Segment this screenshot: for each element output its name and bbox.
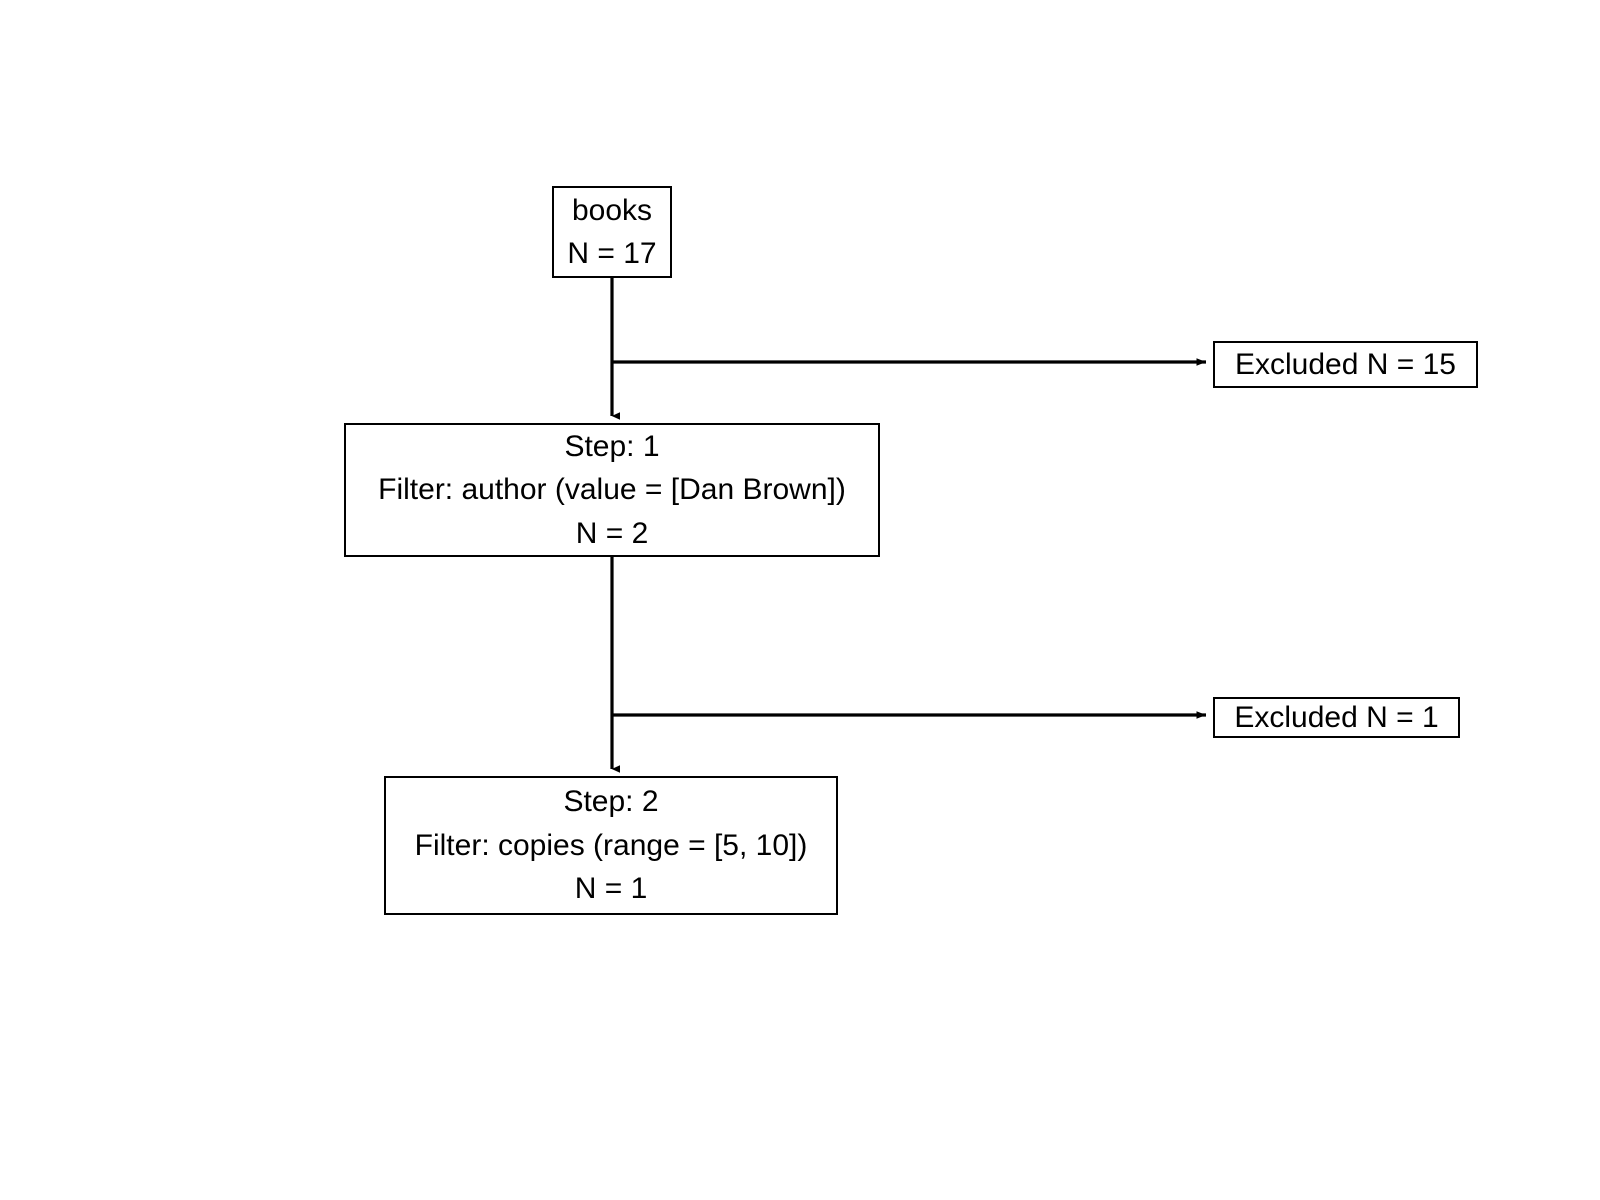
node-step-1-step-label: Step: 1	[564, 429, 660, 463]
node-step-1-filter-label: Filter: author (value = [Dan Brown])	[378, 473, 846, 507]
node-books-title: books	[571, 193, 653, 227]
excluded-label-2: Excluded N = 1	[1234, 700, 1439, 734]
node-step-2[interactable]: Step: 2 Filter: copies (range = [5, 10])…	[384, 776, 838, 915]
excluded-box-2[interactable]: Excluded N = 1	[1213, 697, 1460, 738]
excluded-box-1[interactable]: Excluded N = 15	[1213, 341, 1478, 388]
node-step-1[interactable]: Step: 1 Filter: author (value = [Dan Bro…	[344, 423, 880, 557]
node-step-2-count: N = 1	[574, 872, 648, 906]
excluded-label-1: Excluded N = 15	[1235, 347, 1456, 381]
node-books-count: N = 17	[567, 237, 657, 270]
node-step-2-filter-label: Filter: copies (range = [5, 10])	[414, 828, 808, 862]
node-step-2-step-label: Step: 2	[563, 785, 659, 819]
node-books-source[interactable]: books N = 17	[552, 186, 672, 278]
node-step-1-count: N = 2	[575, 516, 649, 550]
